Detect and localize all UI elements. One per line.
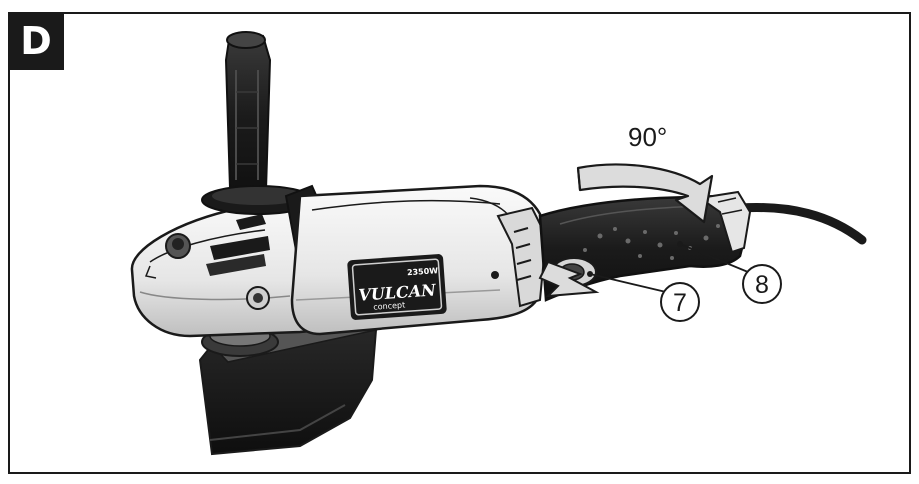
figure-frame	[8, 12, 911, 474]
callout-8: 8	[677, 241, 782, 304]
rotation-arrow	[576, 163, 714, 224]
callout-8-number: 8	[755, 271, 769, 299]
badge-sub: concept	[373, 300, 405, 311]
callout-7-number: 7	[673, 289, 687, 317]
badge-power: 2350W	[407, 266, 439, 277]
brand-badge: 2350W VULCAN concept	[347, 254, 447, 320]
panel-label: D	[8, 12, 64, 70]
rotation-label: 90°	[628, 122, 667, 152]
push-arrow	[538, 260, 600, 298]
callout-7: 7	[587, 271, 700, 322]
power-cord	[735, 203, 867, 245]
